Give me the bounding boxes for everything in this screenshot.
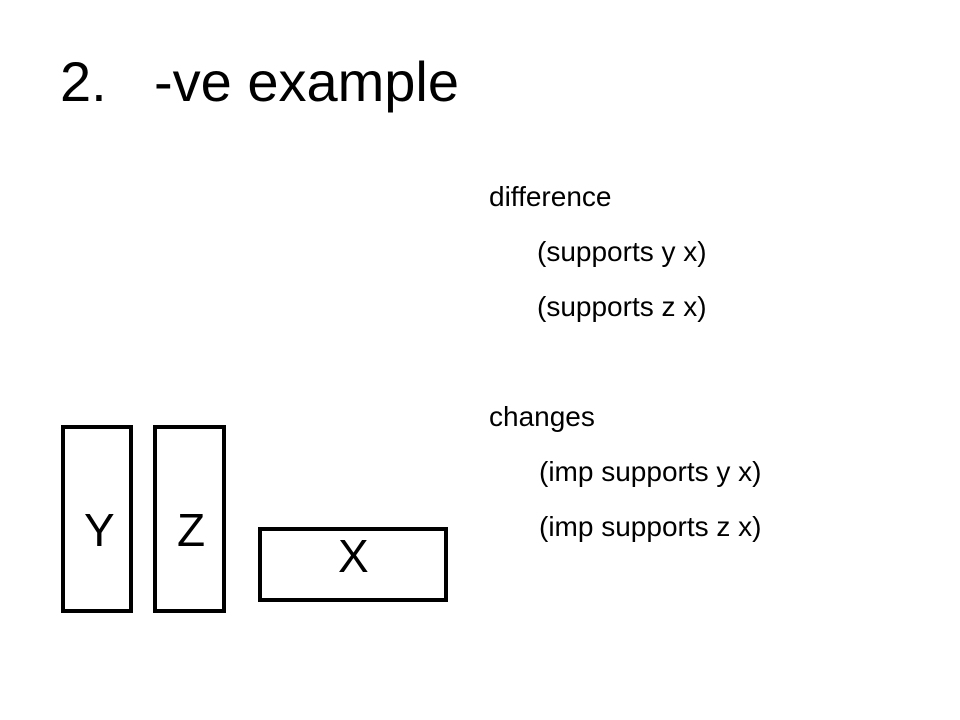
difference-heading: difference <box>489 181 612 212</box>
block-z-label: Z <box>177 504 206 556</box>
block-x: X <box>258 527 448 602</box>
block-y: Y <box>61 425 133 613</box>
changes-line-2: (imp supports z x) <box>539 511 762 542</box>
changes-heading: changes <box>489 401 595 432</box>
changes-line-1: (imp supports y x) <box>539 456 762 487</box>
slide-title: 2.-ve example <box>60 54 459 110</box>
difference-line-2: (supports z x) <box>537 291 707 322</box>
block-y-label: Y <box>84 504 115 556</box>
slide-title-number: 2. <box>60 50 107 113</box>
slide-title-text: -ve example <box>154 50 460 113</box>
block-z: Z <box>153 425 226 613</box>
block-x-label: X <box>338 530 369 582</box>
difference-line-1: (supports y x) <box>537 236 707 267</box>
